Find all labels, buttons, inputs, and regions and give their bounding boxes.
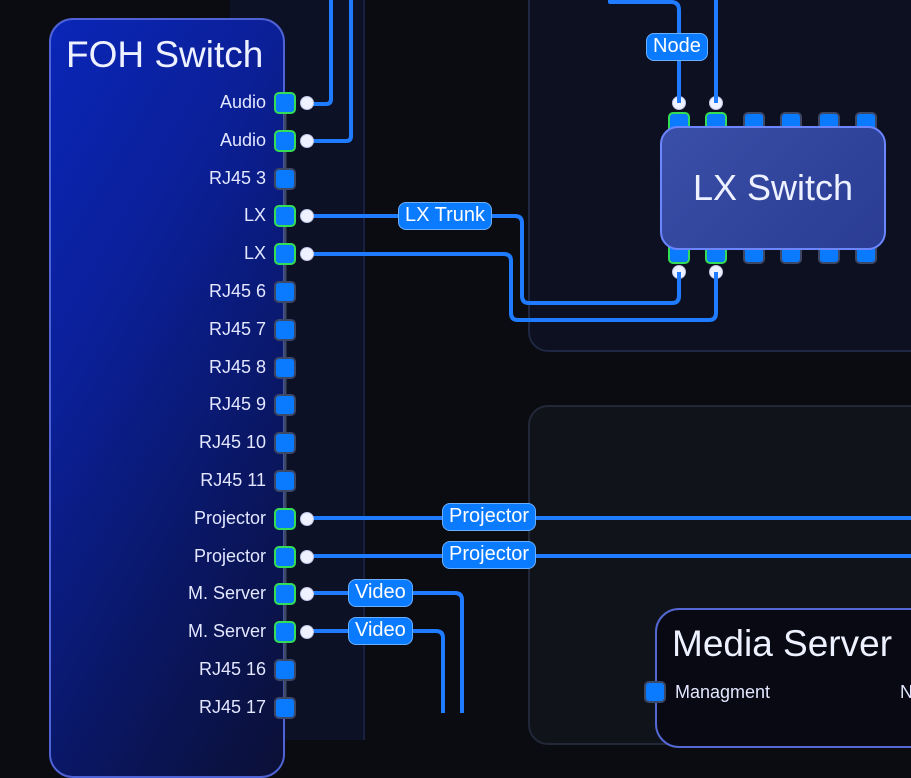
wire-node bbox=[608, 0, 681, 103]
foh-port[interactable] bbox=[274, 356, 296, 379]
link-label-video-1[interactable]: Video bbox=[348, 579, 413, 607]
foh-port-connector-dot[interactable] bbox=[300, 247, 314, 262]
foh-port-label: RJ45 11 bbox=[200, 470, 266, 490]
foh-port[interactable] bbox=[274, 545, 296, 568]
wire-audio-2 bbox=[307, 0, 353, 143]
lx-switch-node[interactable]: LX Switch bbox=[660, 126, 886, 250]
foh-switch-node[interactable] bbox=[49, 18, 285, 778]
link-label-video-2[interactable]: Video bbox=[348, 617, 413, 645]
foh-port[interactable] bbox=[274, 243, 296, 266]
foh-port-label: RJ45 9 bbox=[208, 394, 266, 415]
foh-port-label: LX bbox=[243, 205, 266, 226]
foh-port[interactable] bbox=[274, 281, 296, 303]
link-label-projector-1[interactable]: Projector bbox=[442, 503, 537, 531]
foh-port-connector-dot[interactable] bbox=[300, 133, 314, 148]
link-label-node[interactable]: Node bbox=[646, 33, 708, 61]
wire-video-1 bbox=[307, 591, 464, 713]
foh-port[interactable] bbox=[274, 470, 296, 492]
foh-port[interactable] bbox=[274, 129, 296, 152]
foh-port-label: RJ45 3 bbox=[208, 167, 266, 188]
foh-port[interactable] bbox=[274, 92, 296, 114]
foh-port-connector-dot[interactable] bbox=[300, 209, 314, 224]
media-server-port-label: Managment bbox=[675, 682, 771, 702]
foh-port[interactable] bbox=[274, 167, 296, 190]
foh-port-label: RJ45 10 bbox=[198, 432, 266, 453]
link-label-lx-trunk[interactable]: LX Trunk bbox=[398, 202, 493, 230]
foh-switch-title: FOH Switch bbox=[66, 34, 264, 75]
foh-port-label: Audio bbox=[219, 92, 266, 112]
lx-switch-title: LX Switch bbox=[692, 167, 854, 208]
foh-port-label: LX bbox=[243, 243, 266, 264]
foh-port-connector-dot[interactable] bbox=[300, 96, 314, 110]
media-server-port-label-truncated: N bbox=[900, 682, 911, 702]
media-server-title: Media Server bbox=[672, 623, 893, 664]
foh-port-label: RJ45 7 bbox=[208, 318, 266, 339]
link-label-projector-2[interactable]: Projector bbox=[442, 541, 537, 569]
foh-port-connector-dot[interactable] bbox=[300, 625, 314, 640]
wire-video-2 bbox=[307, 629, 445, 713]
foh-port-label: Audio bbox=[219, 129, 266, 150]
foh-port-label: M. Server bbox=[187, 621, 266, 642]
foh-port-label: RJ45 6 bbox=[208, 281, 266, 301]
foh-port-label: RJ45 8 bbox=[208, 356, 266, 377]
foh-port[interactable] bbox=[274, 394, 296, 417]
foh-port-label: M. Server bbox=[187, 583, 266, 604]
foh-port-label: Projector bbox=[193, 545, 266, 566]
foh-port[interactable] bbox=[274, 659, 296, 681]
foh-port[interactable] bbox=[274, 507, 296, 530]
foh-port[interactable] bbox=[274, 318, 296, 341]
foh-port-label: Projector bbox=[193, 507, 266, 528]
foh-port[interactable] bbox=[274, 432, 296, 455]
foh-port-connector-dot[interactable] bbox=[300, 511, 314, 526]
foh-port[interactable] bbox=[274, 621, 296, 644]
foh-port[interactable] bbox=[274, 696, 296, 719]
foh-port-label: RJ45 17 bbox=[198, 696, 266, 717]
foh-port-connector-dot[interactable] bbox=[300, 549, 314, 564]
foh-port-label: RJ45 16 bbox=[198, 659, 266, 679]
foh-port-connector-dot[interactable] bbox=[300, 587, 314, 602]
wire-lx-2 bbox=[307, 252, 718, 322]
wire-audio-1 bbox=[307, 0, 333, 106]
foh-port[interactable] bbox=[274, 583, 296, 606]
wire-lx-trunk bbox=[307, 214, 681, 305]
media-server-port-managment[interactable] bbox=[644, 681, 666, 703]
foh-port[interactable] bbox=[274, 205, 296, 228]
